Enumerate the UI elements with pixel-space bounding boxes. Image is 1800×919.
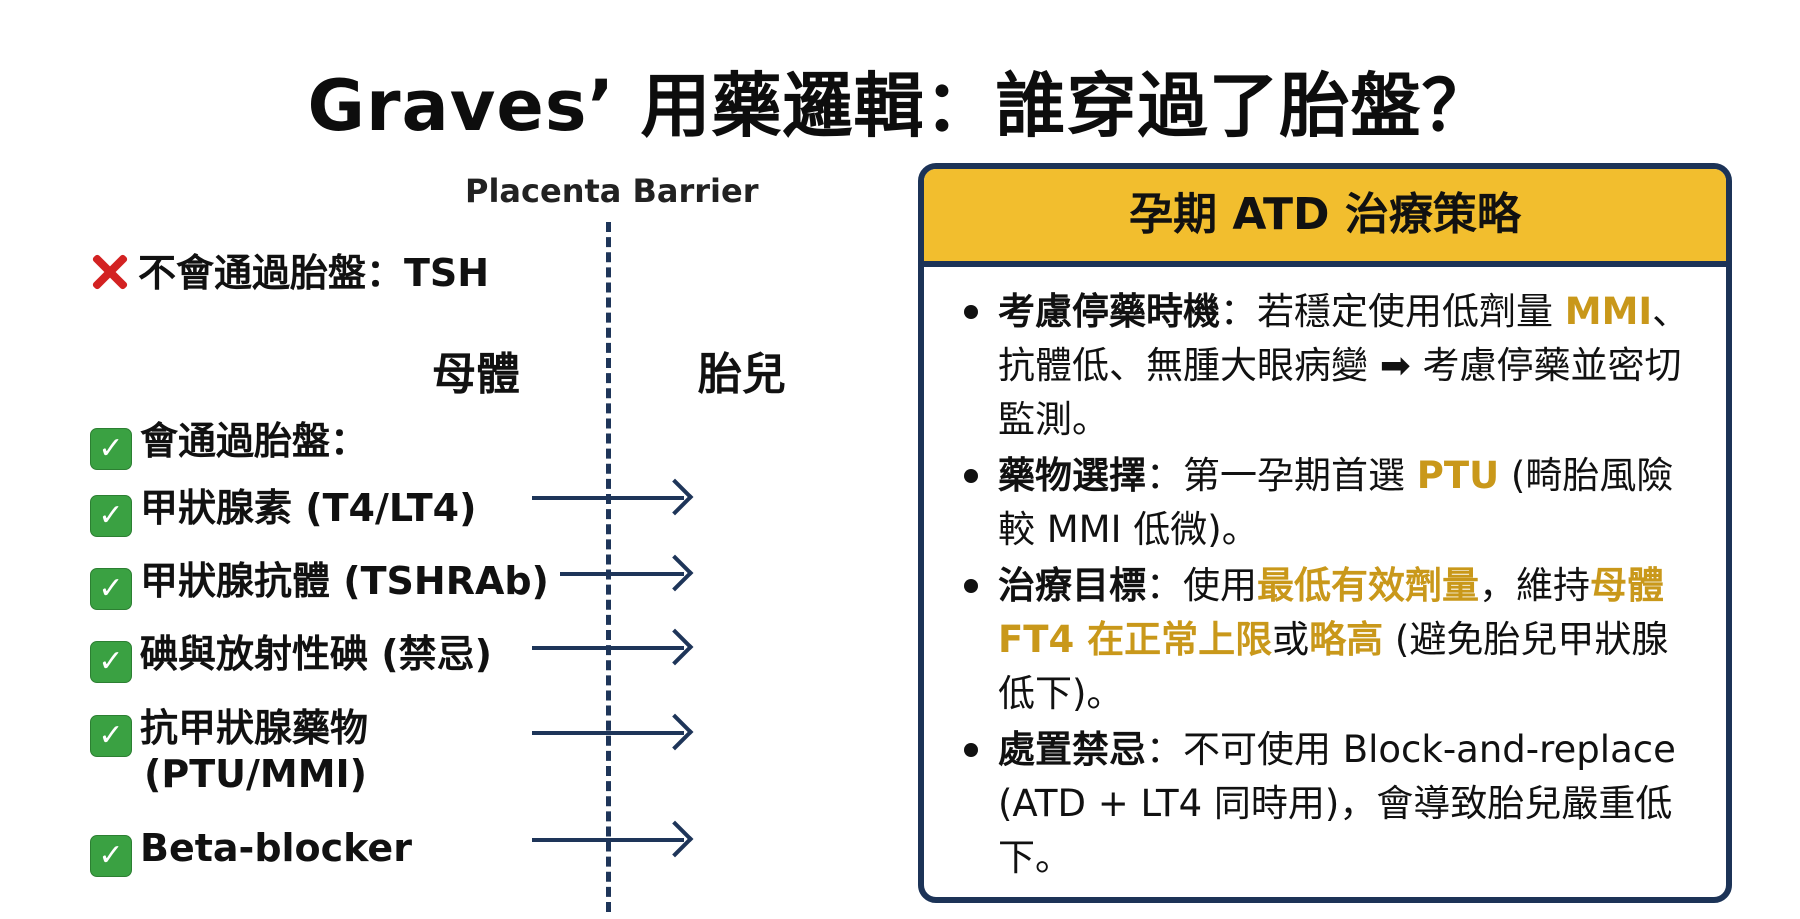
bullet-heading: 藥物選擇 — [998, 454, 1146, 497]
bullet-text: 下。 — [998, 836, 1072, 879]
cross-arrow — [532, 838, 684, 842]
cross-item: ✓甲狀腺抗體 (TSHRAb) — [90, 550, 549, 610]
not-cross-label: 不會通過胎盤：TSH — [138, 251, 490, 295]
cross-item-label: 甲狀腺素 (T4/LT4) — [140, 486, 477, 530]
bullet-line: FT4 在正常上限或略高 (避免胎兒甲狀腺 — [998, 613, 1690, 667]
strategy-bullet: 考慮停藥時機：若穩定使用低劑量 MMI、抗體低、無腫大眼病變 ➡ 考慮停藥並密切… — [960, 285, 1690, 447]
page-title: Graves’ 用藥邏輯：誰穿過了胎盤？ — [307, 65, 1493, 147]
cross-arrow — [532, 646, 684, 650]
highlight-text: PTU — [1416, 454, 1500, 497]
check-mark-icon: ✓ — [90, 568, 132, 610]
highlight-text: 母體 — [1590, 564, 1664, 607]
cross-item: ✓碘與放射性碘 (禁忌) — [90, 623, 492, 683]
bullet-heading: 治療目標 — [998, 564, 1146, 607]
highlight-text: MMI — [1564, 290, 1653, 333]
bullet-text: ：若穩定使用低劑量 — [1220, 290, 1565, 333]
cross-item-label: 碘與放射性碘 (禁忌) — [140, 632, 492, 676]
cross-header: ✓會通過胎盤： — [90, 410, 368, 470]
bullet-heading: 考慮停藥時機 — [998, 290, 1220, 333]
bullet-text: 監測。 — [998, 398, 1109, 441]
bullet-line: 較 MMI 低微)。 — [998, 503, 1690, 557]
highlight-text: FT4 在正常上限 — [998, 618, 1273, 661]
placenta-barrier-line — [606, 222, 611, 912]
check-mark-icon: ✓ — [90, 495, 132, 537]
cross-item: ✓甲狀腺素 (T4/LT4) — [90, 477, 477, 537]
bullet-text: 或 — [1272, 618, 1310, 661]
cross-item-label-2: (PTU/MMI) — [144, 752, 368, 796]
strategy-bullet: 處置禁忌：不可使用 Block-and-replace (ATD + LT4 同時… — [960, 723, 1690, 885]
panel-title: 孕期 ATD 治療策略 — [924, 169, 1726, 267]
bullet-text: (避免胎兒甲狀腺 — [1383, 618, 1669, 661]
cross-item: ✓Beta-blocker — [90, 826, 412, 877]
cross-arrow — [532, 731, 684, 735]
bullet-text: 、 — [1652, 290, 1690, 333]
check-mark-icon: ✓ — [90, 835, 132, 877]
bullet-line: (ATD + LT4 同時用)，會導致胎兒嚴重低 — [998, 777, 1690, 831]
bullet-text: 較 MMI 低微)。 — [998, 508, 1259, 551]
highlight-text: 略高 — [1309, 618, 1384, 661]
cross-item-label: 甲狀腺抗體 (TSHRAb) — [140, 559, 549, 603]
check-mark-icon: ✓ — [90, 641, 132, 683]
bullet-text: ：第一孕期首選 — [1146, 454, 1417, 497]
cross-header-label: 會通過胎盤： — [140, 419, 369, 463]
bullet-heading: 處置禁忌 — [998, 728, 1146, 771]
atd-strategy-panel: 孕期 ATD 治療策略 考慮停藥時機：若穩定使用低劑量 MMI、抗體低、無腫大眼… — [918, 163, 1732, 903]
bullet-line: 下。 — [998, 831, 1690, 885]
cross-item-label: 抗甲狀腺藥物 — [140, 706, 369, 750]
cross-arrow — [532, 496, 684, 500]
bullet-text: (ATD + LT4 同時用)，會導致胎兒嚴重低 — [998, 782, 1673, 825]
bullet-text: (畸胎風險 — [1499, 454, 1674, 497]
bullet-text: 低下)。 — [998, 672, 1124, 715]
bullet-text: ，維持 — [1479, 564, 1590, 607]
not-cross-item: 不會通過胎盤：TSH — [88, 242, 489, 297]
bullet-line: 考慮停藥時機：若穩定使用低劑量 MMI、 — [998, 285, 1690, 339]
strategy-bullet: 藥物選擇：第一孕期首選 PTU (畸胎風險較 MMI 低微)。 — [960, 449, 1690, 557]
bullet-line: 藥物選擇：第一孕期首選 PTU (畸胎風險 — [998, 449, 1690, 503]
mother-label: 母體 — [432, 349, 520, 400]
fetus-label: 胎兒 — [698, 349, 786, 400]
bullet-line: 低下)。 — [998, 667, 1690, 721]
cross-mark-icon — [88, 250, 130, 292]
cross-arrow — [560, 572, 684, 576]
bullet-text: ：使用 — [1146, 564, 1257, 607]
highlight-text: 最低有效劑量 — [1257, 564, 1479, 607]
bullet-line: 抗體低、無腫大眼病變 ➡ 考慮停藥並密切 — [998, 339, 1690, 393]
check-mark-icon: ✓ — [90, 428, 132, 470]
cross-item: ✓抗甲狀腺藥物 — [90, 697, 368, 757]
bullet-line: 監測。 — [998, 393, 1690, 447]
bullet-text: ：不可使用 Block-and-replace — [1146, 728, 1676, 771]
bullet-line: 治療目標：使用最低有效劑量，維持母體 — [998, 559, 1690, 613]
cross-item-label: Beta-blocker — [140, 826, 412, 870]
check-mark-icon: ✓ — [90, 715, 132, 757]
bullet-line: 處置禁忌：不可使用 Block-and-replace — [998, 723, 1690, 777]
panel-body: 考慮停藥時機：若穩定使用低劑量 MMI、抗體低、無腫大眼病變 ➡ 考慮停藥並密切… — [924, 267, 1726, 885]
placenta-barrier-label: Placenta Barrier — [465, 172, 759, 210]
bullet-text: 抗體低、無腫大眼病變 ➡ 考慮停藥並密切 — [998, 344, 1682, 387]
